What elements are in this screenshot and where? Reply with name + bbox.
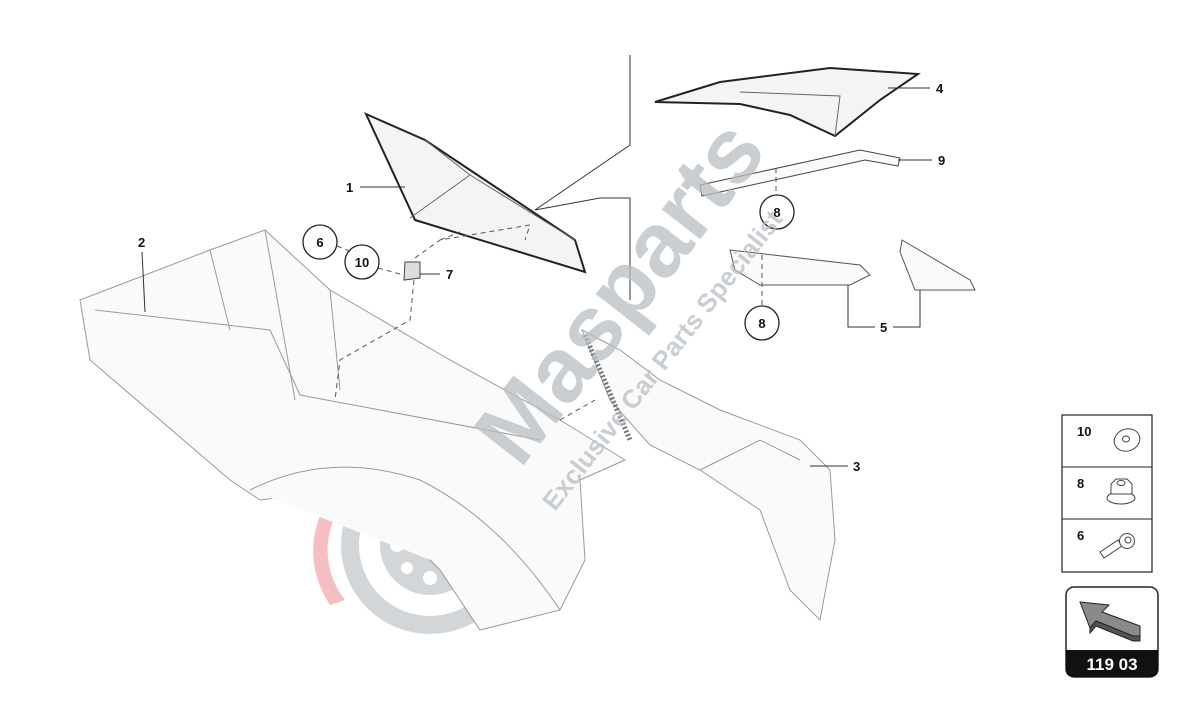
callout-8: 8 (758, 316, 765, 331)
part-7-clip[interactable] (403, 261, 421, 281)
washer-icon (1113, 428, 1141, 452)
callout-5[interactable]: 5 (880, 320, 887, 335)
part-5-vent-right[interactable] (899, 239, 976, 291)
legend-number: 8 (1077, 476, 1084, 491)
circle-callout-6[interactable]: 6 (302, 224, 338, 260)
page-navigation-button[interactable]: 119 03 (1065, 586, 1159, 678)
legend-row-8[interactable]: 8 (1077, 476, 1136, 505)
part-1-intake-cover[interactable] (363, 112, 587, 274)
callout-3[interactable]: 3 (853, 459, 860, 474)
legend-row-10[interactable]: 10 (1077, 424, 1143, 455)
callout-10: 10 (355, 255, 369, 270)
leader-lines (141, 55, 932, 467)
part-2-side-panel[interactable] (79, 229, 627, 631)
page-code: 119 03 (1086, 655, 1137, 674)
legend-number: 10 (1077, 424, 1091, 439)
arrow-back-icon (1079, 601, 1141, 642)
assembly-line (334, 279, 415, 401)
part-3-air-duct[interactable] (581, 328, 836, 622)
part-4-scoop[interactable] (654, 66, 921, 138)
bolt-icon (1099, 533, 1135, 559)
circle-callout-8-bottom[interactable]: 8 (744, 305, 780, 341)
assembly-line (559, 399, 596, 421)
legend-row-6[interactable]: 6 (1077, 528, 1135, 559)
callout-1[interactable]: 1 (346, 180, 353, 195)
assembly-line (414, 224, 531, 259)
flange-nut-icon (1106, 478, 1136, 505)
legend-number: 6 (1077, 528, 1084, 543)
hardware-legend: 10 8 6 (1061, 414, 1153, 573)
callout-7[interactable]: 7 (446, 267, 453, 282)
part-9-strip[interactable] (699, 149, 901, 197)
circle-callout-10[interactable]: 10 (344, 244, 380, 280)
assembly-line (761, 168, 777, 305)
callout-6: 6 (316, 235, 323, 250)
callout-4[interactable]: 4 (936, 81, 944, 96)
callout-8: 8 (773, 205, 780, 220)
callout-2[interactable]: 2 (138, 235, 145, 250)
callout-9[interactable]: 9 (938, 153, 945, 168)
part-5-vent-left[interactable] (729, 249, 871, 286)
circle-callout-8-top[interactable]: 8 (759, 194, 795, 230)
